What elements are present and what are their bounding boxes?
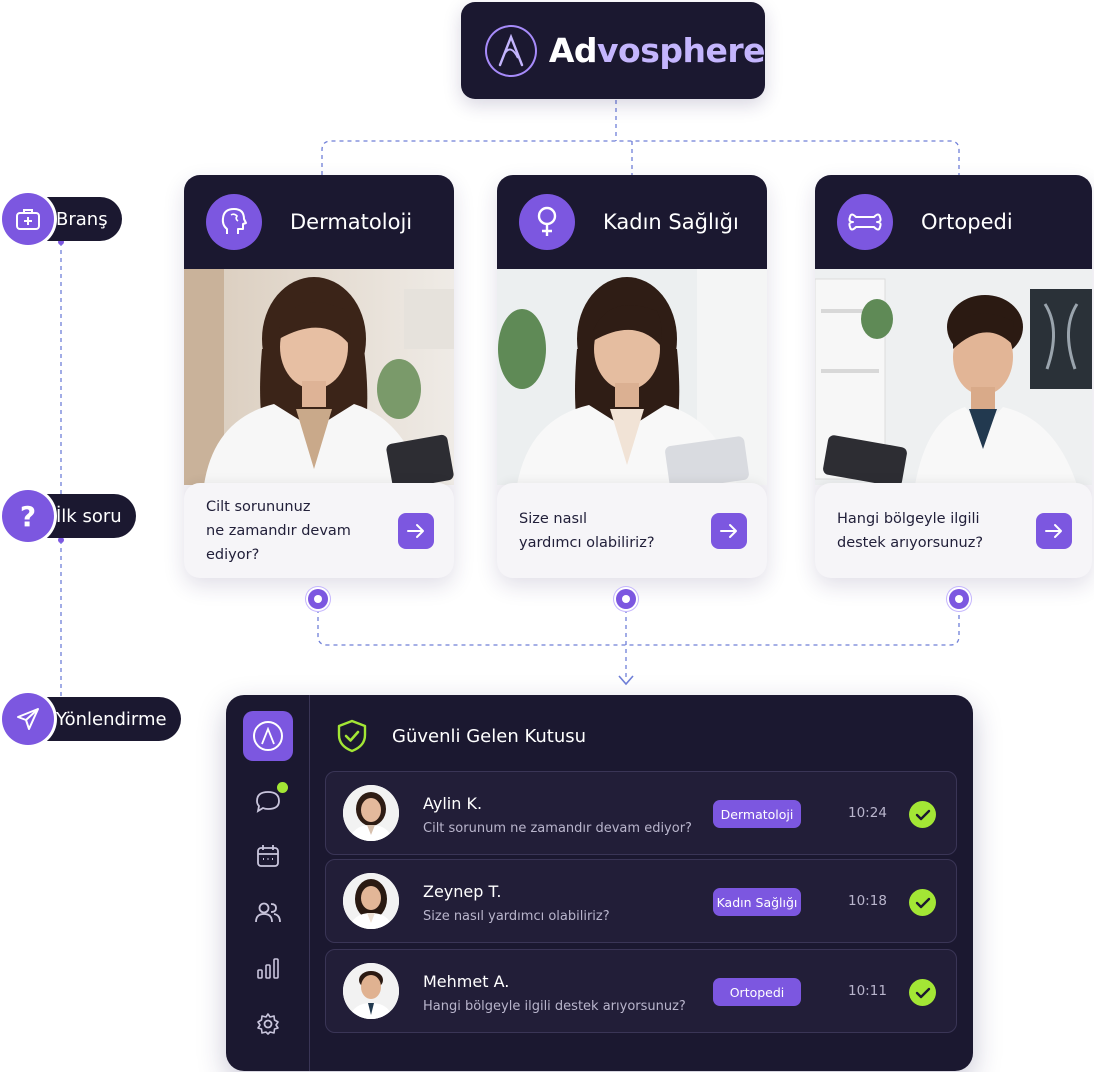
message-time: 10:18	[848, 893, 887, 909]
question-line-1: Size nasıl	[519, 510, 588, 527]
female-symbol-icon	[519, 194, 575, 250]
card-question-text: Cilt sorununuz ne zamandır devam ediyor?	[206, 495, 398, 567]
next-button[interactable]	[711, 512, 747, 549]
department-badge: Ortopedi	[713, 978, 801, 1006]
inbox-title: Güvenli Gelen Kutusu	[392, 725, 587, 747]
card-question: Cilt sorununuz ne zamandır devam ediyor?	[184, 483, 454, 578]
chat-icon[interactable]	[254, 782, 288, 816]
step-yonlendirme: Yönlendirme	[2, 693, 181, 745]
avatar	[343, 873, 399, 929]
logo-icon[interactable]	[243, 711, 293, 761]
doctor-photo	[815, 269, 1092, 485]
secure-inbox-panel: Güvenli Gelen Kutusu Aylin K. Cilt sorun…	[226, 695, 973, 1071]
card-dermatoloji: Dermatoloji Cilt sorununuz ne zama	[184, 175, 454, 578]
head-icon	[206, 194, 262, 250]
question-line-2: destek arıyorsunuz?	[837, 534, 984, 551]
inbox-row[interactable]: Mehmet A. Hangi bölgeyle ilgili destek a…	[325, 949, 957, 1033]
question-line-1: Cilt sorununuz	[206, 498, 311, 515]
question-line-1: Hangi bölgeyle ilgili	[837, 510, 980, 527]
step-brans: Branş	[2, 193, 122, 245]
card-ortopedi: Ortopedi Hangi bölgeyle ilgili destek ar…	[815, 175, 1092, 578]
message-preview: Hangi bölgeyle ilgili destek arıyorsunuz…	[423, 999, 686, 1014]
brand-name: Advosphere	[548, 31, 766, 70]
card-header: Dermatoloji	[184, 175, 454, 269]
step-label: İlk soru	[56, 505, 122, 527]
card-title: Kadın Sağlığı	[603, 210, 739, 234]
avatar	[343, 785, 399, 841]
card-question: Size nasıl yardımcı olabiliriz?	[497, 483, 767, 578]
arrow-right-icon	[407, 523, 424, 538]
sender-name: Zeynep T.	[423, 882, 502, 901]
check-icon	[909, 979, 936, 1006]
card-title: Ortopedi	[921, 210, 1013, 234]
department-badge: Dermatoloji	[713, 800, 801, 828]
message-time: 10:11	[848, 983, 887, 999]
card-header: Kadın Sağlığı	[497, 175, 767, 269]
connector-pin	[616, 589, 636, 609]
chart-icon[interactable]	[254, 954, 282, 982]
doctor-photo	[497, 269, 767, 485]
sender-name: Aylin K.	[423, 794, 483, 813]
connector-pin	[949, 589, 969, 609]
users-icon[interactable]	[254, 898, 282, 926]
inbox-row[interactable]: Zeynep T. Size nasıl yardımcı olabiliriz…	[325, 859, 957, 943]
department-badge: Kadın Sağlığı	[713, 888, 801, 916]
avatar	[343, 963, 399, 1019]
inbox-row[interactable]: Aylin K. Cilt sorunum ne zamandır devam …	[325, 771, 957, 855]
shield-check-icon	[337, 719, 367, 753]
card-header: Ortopedi	[815, 175, 1092, 269]
next-button[interactable]	[398, 512, 434, 549]
brand-name-part2: vosphere	[597, 31, 765, 70]
arrow-right-icon	[1045, 523, 1062, 538]
inbox-sidebar	[226, 695, 310, 1071]
unread-indicator	[277, 782, 288, 793]
calendar-icon[interactable]	[254, 842, 282, 870]
card-question: Hangi bölgeyle ilgili destek arıyorsunuz…	[815, 483, 1092, 578]
next-button[interactable]	[1036, 512, 1072, 549]
connector-pin	[308, 589, 328, 609]
brand-mark-icon	[485, 24, 537, 77]
brand-name-part1: Ad	[548, 31, 598, 70]
bone-icon	[837, 194, 893, 250]
message-preview: Size nasıl yardımcı olabiliriz?	[423, 909, 610, 924]
question-line-2: yardımcı olabiliriz?	[519, 534, 655, 551]
arrow-right-icon	[720, 523, 737, 538]
card-question-text: Hangi bölgeyle ilgili destek arıyorsunuz…	[837, 507, 1036, 555]
question-icon: ?	[2, 490, 54, 542]
inbox-header: Güvenli Gelen Kutusu	[336, 719, 586, 753]
brand-logo: Advosphere	[461, 2, 765, 99]
step-ilk-soru: ? İlk soru	[2, 490, 136, 542]
sender-name: Mehmet A.	[423, 972, 510, 991]
settings-icon[interactable]	[254, 1010, 282, 1038]
card-kadin-sagligi: Kadın Sağlığı Size nasıl yardımcı olabil…	[497, 175, 767, 578]
send-icon	[2, 693, 54, 745]
check-icon	[909, 889, 936, 916]
message-preview: Cilt sorunum ne zamandır devam ediyor?	[423, 821, 692, 836]
doctor-photo	[184, 269, 454, 485]
check-icon	[909, 801, 936, 828]
question-line-2: ne zamandır devam ediyor?	[206, 522, 351, 563]
medical-kit-icon	[2, 193, 54, 245]
card-question-text: Size nasıl yardımcı olabiliriz?	[519, 507, 711, 555]
message-time: 10:24	[848, 805, 887, 821]
step-label: Branş	[56, 208, 108, 230]
step-label: Yönlendirme	[56, 708, 167, 730]
card-title: Dermatoloji	[290, 210, 413, 234]
